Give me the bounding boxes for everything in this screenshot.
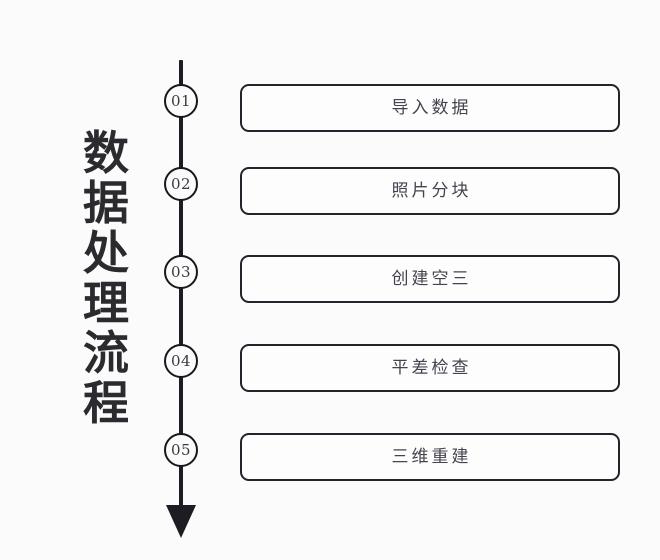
step-number-label: 04 — [170, 351, 192, 370]
step-box-5[interactable]: 三维重建 — [240, 433, 620, 481]
flow-step-1: 01 导入数据 — [0, 84, 660, 132]
step-box-4[interactable]: 平差检查 — [240, 344, 620, 392]
title-char-2: 据 — [83, 176, 129, 230]
title-char-6: 程 — [83, 376, 129, 430]
step-number-label: 05 — [170, 440, 192, 459]
title-char-3: 处 — [83, 226, 129, 280]
step-number-label: 03 — [170, 262, 192, 281]
step-marker-03[interactable]: 03 — [164, 255, 198, 289]
flow-step-5: 05 三维重建 — [0, 433, 660, 481]
step-number-label: 01 — [170, 91, 192, 110]
step-box-1[interactable]: 导入数据 — [240, 84, 620, 132]
flow-step-3: 03 创建空三 — [0, 255, 660, 303]
step-number-label: 02 — [170, 174, 192, 193]
step-marker-05[interactable]: 05 — [164, 433, 198, 467]
step-marker-04[interactable]: 04 — [164, 344, 198, 378]
flow-step-2: 02 照片分块 — [0, 167, 660, 215]
step-box-label: 三维重建 — [391, 446, 472, 467]
flow-arrow-icon — [166, 505, 196, 538]
title-char-1: 数 — [83, 126, 129, 180]
step-marker-02[interactable]: 02 — [164, 167, 198, 201]
step-box-2[interactable]: 照片分块 — [240, 167, 620, 215]
page-title: 数 据 处 理 流 程 — [58, 128, 154, 428]
step-box-label: 平差检查 — [391, 357, 472, 378]
step-marker-01[interactable]: 01 — [164, 84, 198, 118]
step-box-label: 照片分块 — [391, 180, 472, 201]
step-box-label: 创建空三 — [391, 268, 472, 289]
title-char-4: 理 — [83, 276, 129, 330]
step-box-3[interactable]: 创建空三 — [240, 255, 620, 303]
flow-step-4: 04 平差检查 — [0, 344, 660, 392]
title-char-5: 流 — [83, 326, 129, 380]
step-box-label: 导入数据 — [391, 97, 472, 118]
